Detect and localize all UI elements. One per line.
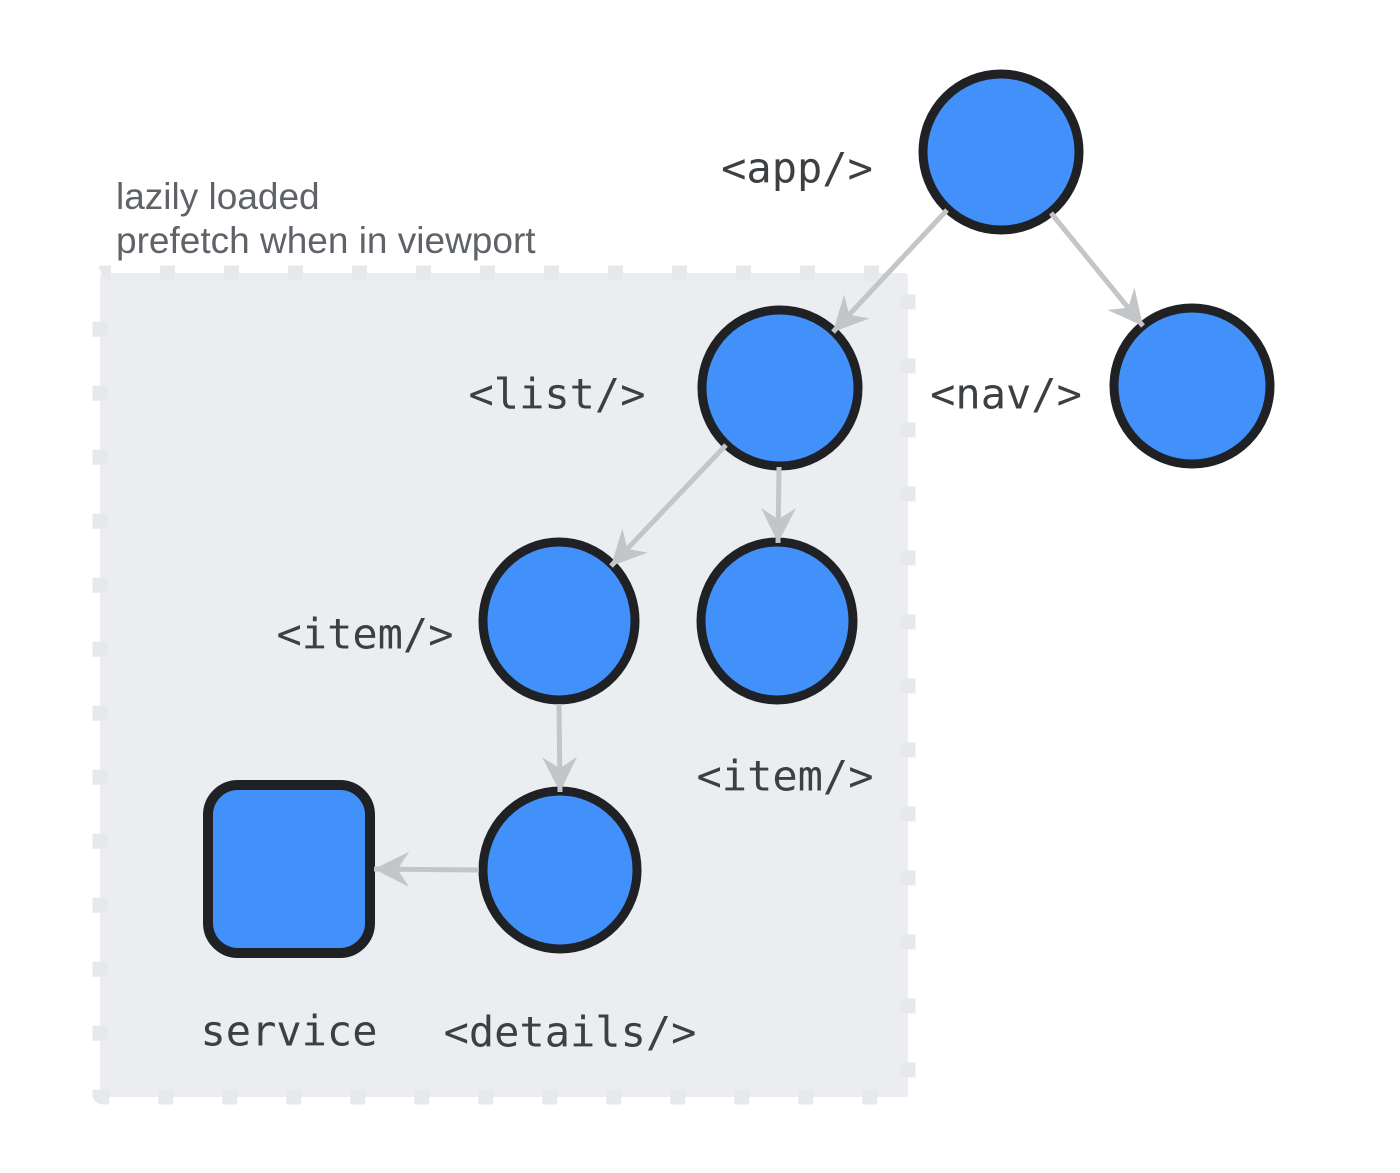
edge-details-to-service [373,851,480,887]
details-node-label: <details/> [443,1007,697,1057]
nav-node [1109,303,1275,469]
edge-list-to-item-left [609,443,728,568]
list-node-label: <list/> [468,369,646,419]
item-right-node-label: <item/> [696,751,874,801]
edge-app-to-nav [1049,211,1145,328]
lazy-boundary-caption: lazily loaded prefetch when in viewport [116,175,536,263]
service-node [203,780,375,958]
item-left-node-label: <item/> [276,609,454,659]
list-node [697,305,863,471]
caption-line-2: prefetch when in viewport [116,220,536,261]
service-node-label: service [200,1006,378,1056]
caption-line-1: lazily loaded [116,176,320,217]
edge-list-to-item-right [760,466,796,544]
edge-app-to-list [831,208,949,334]
edge-item-left-to-details [542,703,578,793]
nav-node-label: <nav/> [930,369,1082,419]
app-node [918,69,1084,235]
app-node-label: <app/> [721,143,873,193]
item-right-node [696,537,858,705]
lazy-boundary-dashed-border [92,265,916,1105]
details-node [478,786,642,954]
item-left-node [478,537,640,705]
